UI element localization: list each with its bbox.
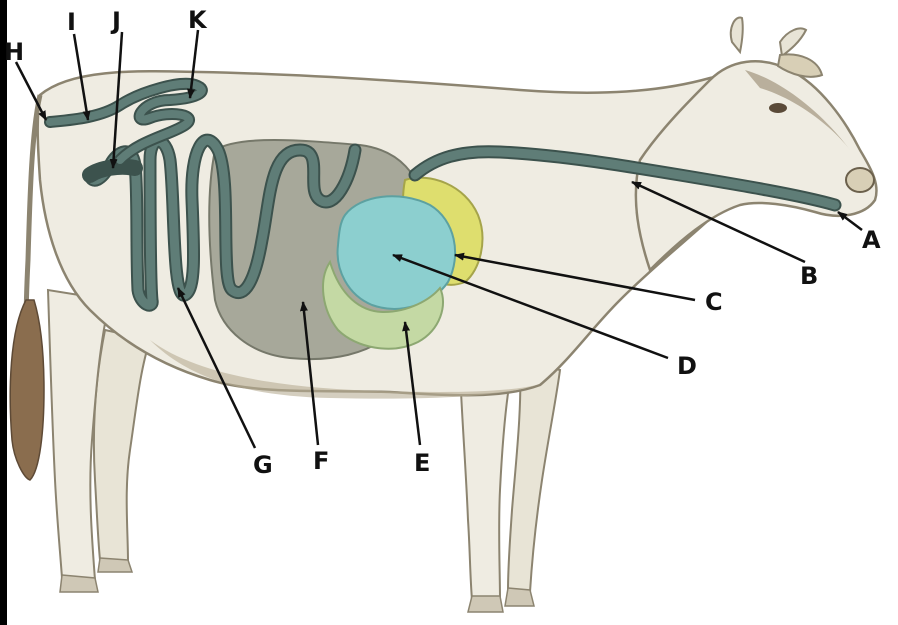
label-j: J — [112, 9, 121, 33]
front-leg-far — [508, 360, 560, 592]
label-b: B — [800, 264, 818, 288]
label-g: G — [253, 453, 273, 477]
label-e: E — [414, 451, 430, 475]
label-f: F — [313, 449, 329, 473]
label-k: K — [188, 8, 207, 32]
tail-tuft — [10, 300, 44, 480]
cecum — [90, 167, 135, 175]
cow-horn — [780, 29, 806, 57]
label-a: A — [862, 228, 881, 252]
label-h: H — [4, 40, 24, 64]
hoof — [60, 575, 98, 592]
cow-eye — [769, 103, 787, 113]
label-c: C — [705, 290, 723, 314]
hind-leg-far — [94, 330, 150, 562]
label-i: I — [67, 10, 76, 34]
hoof — [98, 558, 132, 572]
hoof — [468, 596, 503, 612]
label-leader-arrow — [16, 62, 46, 120]
hoof — [505, 588, 534, 606]
label-d: D — [677, 354, 697, 378]
front-leg-near — [460, 370, 510, 600]
cow-nostril — [846, 168, 874, 192]
cow-horn — [731, 18, 743, 52]
